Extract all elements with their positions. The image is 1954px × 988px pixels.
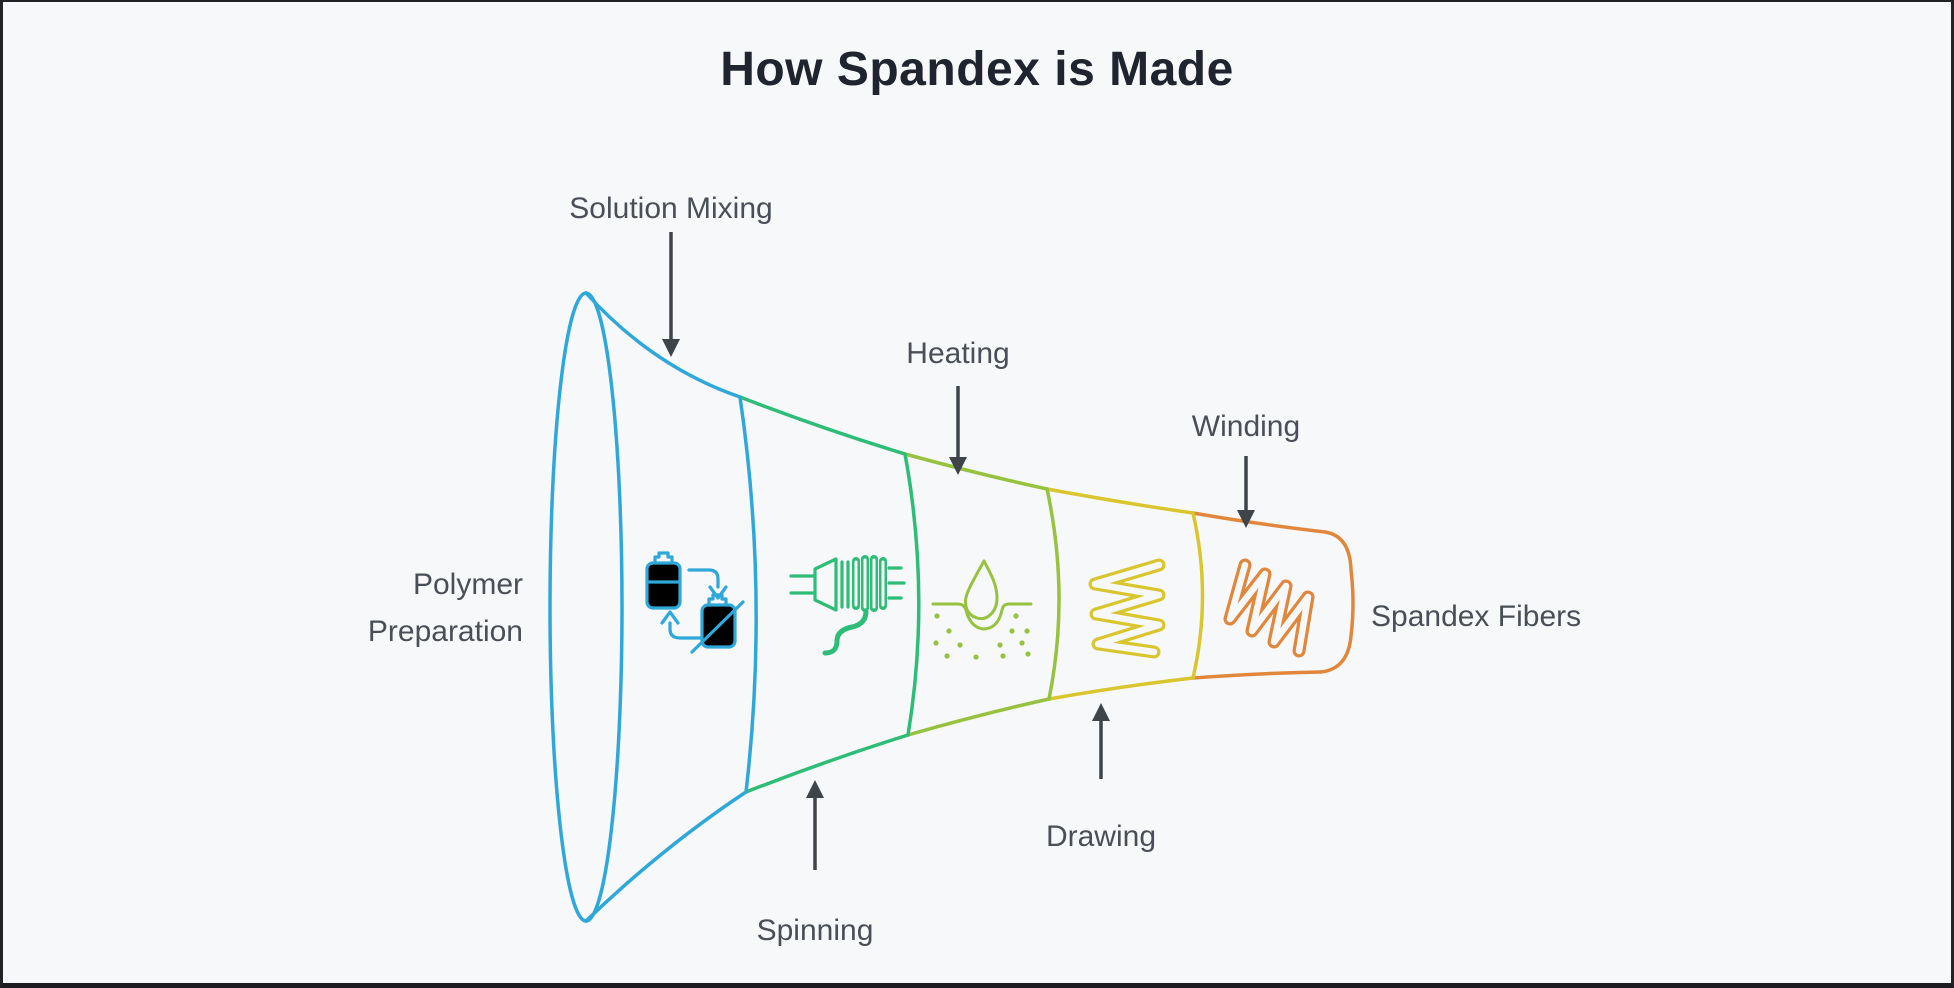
funnel-end-cap xyxy=(1319,530,1355,674)
drawing-arrow xyxy=(1092,703,1110,779)
nozzle-body xyxy=(813,557,838,612)
battery-cap xyxy=(653,551,674,565)
arrow-head-up xyxy=(806,780,824,798)
page-title: How Spandex is Made xyxy=(720,43,1234,96)
funnel-divider-1 xyxy=(738,395,758,794)
zigzag-inner xyxy=(1226,561,1312,655)
arrow-head-up xyxy=(1092,703,1110,721)
winding-arrow xyxy=(1237,456,1255,528)
recycle-arrow-top-head xyxy=(708,585,728,600)
funnel-bottom-edge-3 xyxy=(906,697,1051,737)
surface-line xyxy=(931,602,1033,631)
stage-label-winding: Winding xyxy=(1191,410,1301,443)
funnel-divider-3 xyxy=(1045,487,1061,701)
funnel-divider-4 xyxy=(1191,511,1205,680)
spinneret-extruder-icon xyxy=(789,555,906,656)
battery-body xyxy=(645,561,682,610)
solution-mixing-arrow xyxy=(662,232,680,357)
arrow-head-down xyxy=(949,457,967,475)
funnel-top-edge-3 xyxy=(903,452,1049,491)
battery-cap-2 xyxy=(707,593,728,607)
droplet-absorb-icon xyxy=(931,559,1033,660)
stage-label-heating: Heating xyxy=(906,337,1010,370)
stage-label-drawing: Drawing xyxy=(1045,820,1157,853)
stage-label-spinning: Spinning xyxy=(756,914,874,947)
battery-recycle-icon xyxy=(645,551,745,654)
funnel-top-edge-1 xyxy=(584,291,742,399)
funnel-bottom-edge-1 xyxy=(584,790,748,923)
heating-arrow xyxy=(949,386,967,475)
arrow-head-down xyxy=(1237,510,1255,528)
fiber-strand xyxy=(822,608,869,656)
recycle-arrow-bottom-head xyxy=(660,610,680,625)
coil-bars xyxy=(852,555,887,612)
funnel-top-edge-2 xyxy=(738,395,907,456)
funnel-bottom-edge-4 xyxy=(1047,676,1195,701)
recycle-arrow-bottom xyxy=(668,621,702,640)
stage-label-spandex-fibers: Spandex Fibers xyxy=(1371,600,1582,633)
funnel-top-edge-4 xyxy=(1045,487,1195,515)
absorb-dots xyxy=(933,613,1031,660)
wound-fiber-zigzag-icon xyxy=(1223,558,1315,658)
droplet xyxy=(963,559,999,621)
recycle-arrow-top xyxy=(687,568,720,589)
battery-slash xyxy=(690,600,745,654)
funnel-mouth-ellipse xyxy=(548,291,624,923)
stage-label-solution-mixing: Solution Mixing xyxy=(569,192,773,225)
coil-bars-inner xyxy=(854,558,885,609)
funnel-bottom-edge-5 xyxy=(1191,670,1323,680)
funnel-top-edge-5 xyxy=(1191,511,1327,534)
coil-spring-icon xyxy=(1088,558,1166,659)
coil-inner xyxy=(1091,561,1163,656)
funnel-diagram xyxy=(548,232,1355,923)
spinning-arrow xyxy=(806,780,824,870)
funnel-bottom-edge-2 xyxy=(744,733,910,794)
stage-label-polymer-preparation: Polymer Preparation xyxy=(367,568,523,648)
arrow-head-down xyxy=(662,339,680,357)
funnel-divider-2 xyxy=(903,452,921,737)
